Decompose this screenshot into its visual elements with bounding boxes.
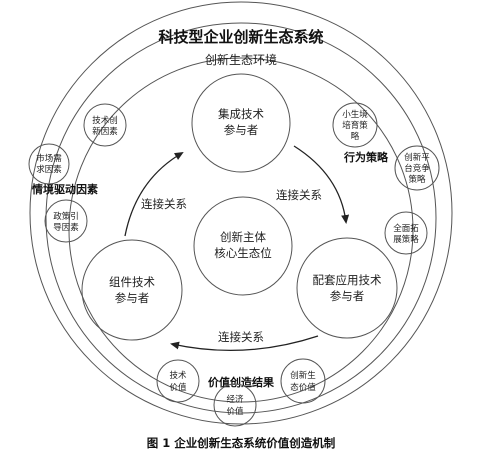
value-item-economic: 经济 价值 <box>213 383 257 427</box>
connection-arrow-bottom <box>170 335 319 352</box>
svg-text:展策略: 展策略 <box>393 234 419 245</box>
svg-text:技术创: 技术创 <box>92 115 118 126</box>
svg-text:培育策: 培育策 <box>342 120 368 131</box>
diagram-title: 科技型企业创新生态系统 <box>158 28 323 46</box>
system-outer-circle <box>29 1 453 425</box>
svg-text:创新平: 创新平 <box>404 152 430 163</box>
inner-band-circle <box>68 57 414 403</box>
strategy-item-niche: 小生境 培育策 略 <box>332 102 378 148</box>
driver-item-market: 市场需 求因素 <box>28 143 70 185</box>
driver-item-tech: 技术创 新因素 <box>83 103 127 147</box>
svg-text:市场需: 市场需 <box>36 153 62 164</box>
strategy-item-platform: 创新平 台竞争 策略 <box>394 145 440 191</box>
strategy-item-expansion: 全面拓 展策略 <box>384 211 428 255</box>
connection-label-left: 连接关系 <box>141 197 187 211</box>
driver-item-policy: 政策引 导因素 <box>44 199 88 243</box>
integration-participant-line2: 参与者 <box>224 123 259 137</box>
core-line1: 创新主体 <box>220 230 266 244</box>
value-item-ecosystem: 创新生 态价值 <box>280 358 326 404</box>
svg-text:价值: 价值 <box>169 382 187 393</box>
svg-text:台竞争: 台竞争 <box>404 163 430 174</box>
svg-text:略: 略 <box>351 131 360 142</box>
application-participant-line1: 配套应用技术 <box>313 273 382 287</box>
svg-text:求因素: 求因素 <box>36 164 62 175</box>
integration-participant-line1: 集成技术 <box>218 107 264 121</box>
connection-arrow-left <box>124 151 184 237</box>
behavior-strategies-label: 行为策略 <box>343 150 389 164</box>
core-line2: 核心生态位 <box>214 246 272 260</box>
component-participant-line2: 参与者 <box>115 291 150 305</box>
connection-label-right: 连接关系 <box>276 188 322 202</box>
connection-arrow-right <box>293 145 350 224</box>
svg-text:价值: 价值 <box>226 406 244 417</box>
value-item-tech: 技术 价值 <box>156 359 200 403</box>
svg-text:新因素: 新因素 <box>92 126 118 137</box>
svg-text:经济: 经济 <box>226 394 244 405</box>
svg-text:政策引: 政策引 <box>53 211 79 222</box>
environment-circle <box>45 22 437 414</box>
value-results-label: 价值创造结果 <box>208 375 274 389</box>
environment-label: 创新生态环境 <box>205 52 277 67</box>
component-participant-line1: 组件技术 <box>109 275 155 289</box>
svg-text:导因素: 导因素 <box>53 222 79 233</box>
svg-text:创新生: 创新生 <box>290 370 316 381</box>
component-participant-node: 组件技术 参与者 <box>81 239 183 341</box>
svg-text:小生境: 小生境 <box>342 109 368 120</box>
svg-text:策略: 策略 <box>408 174 426 185</box>
svg-text:技术: 技术 <box>169 370 187 381</box>
integration-participant-node: 集成技术 参与者 <box>191 73 291 173</box>
application-participant-line2: 参与者 <box>330 289 365 303</box>
application-participant-node: 配套应用技术 参与者 <box>296 237 398 339</box>
svg-text:全面拓: 全面拓 <box>393 223 419 234</box>
core-node: 创新主体 核心生态位 <box>193 196 293 296</box>
svg-text:态价值: 态价值 <box>290 382 316 393</box>
figure-caption: 图 1 企业创新生态系统价值创造机制 <box>147 436 336 450</box>
situation-drivers-label: 情境驱动因素 <box>32 182 98 196</box>
connection-label-bottom: 连接关系 <box>218 330 264 344</box>
